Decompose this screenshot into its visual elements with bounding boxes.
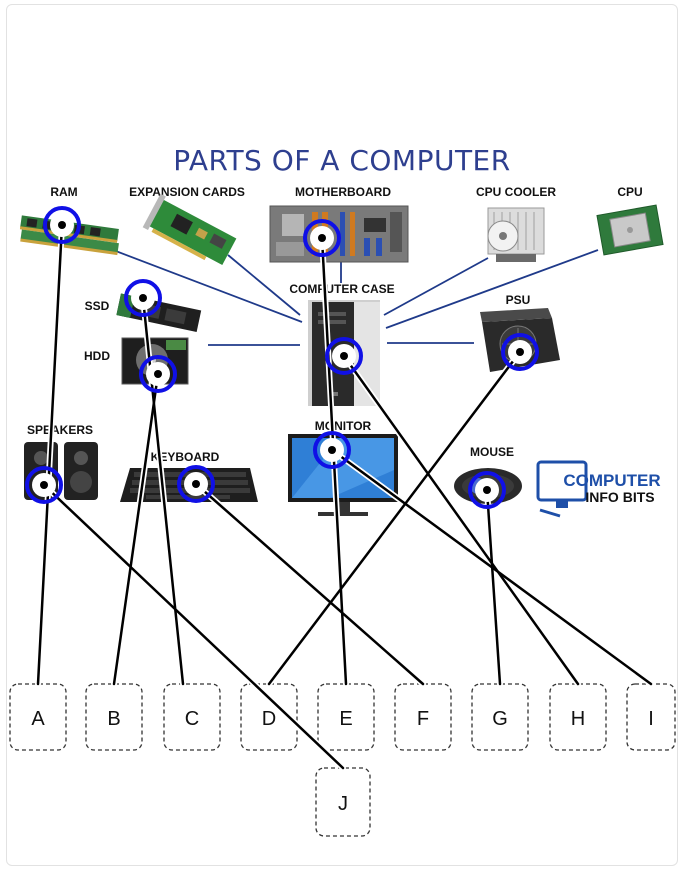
hotspot-speakers[interactable] [25, 466, 63, 504]
hotspot-psu[interactable] [501, 333, 539, 371]
computer-info-bits-logo: COMPUTER INFO BITS [536, 460, 661, 518]
matching-lines [35, 222, 654, 771]
match-line-psu [267, 350, 522, 686]
answer-box-e[interactable]: E [317, 683, 375, 751]
answer-box-d-label: D [262, 708, 276, 730]
label-mouse: MOUSE [470, 445, 514, 459]
hotspot-ram[interactable] [43, 206, 81, 244]
cpu-image [596, 204, 664, 256]
answer-box-c[interactable]: C [163, 683, 221, 751]
answer-box-e-label: E [339, 708, 352, 730]
label-cpu-cooler: CPU COOLER [476, 185, 556, 199]
answer-box-f[interactable]: F [394, 683, 452, 751]
logo-line1: COMPUTER [563, 471, 660, 490]
label-expansion-cards: EXPANSION CARDS [129, 185, 245, 199]
connector-ram [99, 244, 303, 323]
cpu-cooler-image [487, 207, 545, 262]
hotspot-mouse[interactable] [468, 471, 506, 509]
answer-box-g[interactable]: G [471, 683, 529, 751]
answer-box-j-label: J [338, 793, 348, 815]
answer-box-g-label: G [492, 708, 508, 730]
match-line-mouse [485, 488, 502, 686]
match-line-ssd [141, 296, 185, 686]
case-connectors [99, 244, 599, 346]
answer-box-f-label: F [417, 708, 429, 730]
logo-line2: INFO BITS [585, 489, 654, 505]
answer-boxes: A B C D E F G H [9, 683, 676, 837]
connector-cpu-cooler [383, 257, 489, 316]
label-psu: PSU [506, 293, 531, 307]
label-computer-case: COMPUTER CASE [289, 282, 394, 296]
label-speakers: SPEAKERS [27, 423, 93, 437]
connector-cpu [385, 249, 599, 329]
hotspot-hdd[interactable] [139, 355, 177, 393]
label-ssd: SSD [85, 299, 110, 313]
answer-box-i-label: I [648, 708, 654, 730]
answer-box-b-label: B [107, 708, 120, 730]
label-motherboard: MOTHERBOARD [295, 185, 391, 199]
answer-box-b[interactable]: B [85, 683, 143, 751]
answer-box-d[interactable]: D [240, 683, 298, 751]
label-ram: RAM [50, 185, 77, 199]
hotspot-motherboard[interactable] [303, 219, 341, 257]
label-monitor: MONITOR [315, 419, 372, 433]
answer-box-a-label: A [31, 708, 45, 730]
label-cpu: CPU [617, 185, 642, 199]
hotspot-ssd[interactable] [124, 279, 162, 317]
expansion-card-image [142, 193, 237, 266]
connector-expansion [227, 254, 301, 316]
hotspot-monitor[interactable] [313, 431, 351, 469]
match-line-case [342, 354, 580, 686]
match-line-ram [36, 223, 64, 686]
label-hdd: HDD [84, 349, 110, 363]
diagram-title: PARTS OF A COMPUTER [173, 144, 510, 177]
answer-box-h[interactable]: H [549, 683, 607, 751]
answer-box-i[interactable]: I [626, 683, 676, 751]
answer-box-a[interactable]: A [9, 683, 67, 751]
match-line-speakers [42, 483, 345, 770]
answer-box-c-label: C [185, 708, 199, 730]
label-keyboard: KEYBOARD [151, 450, 220, 464]
hotspots [25, 206, 539, 509]
answer-box-h-label: H [571, 708, 585, 730]
hotspot-keyboard[interactable] [177, 465, 215, 503]
match-line-hdd [112, 372, 160, 686]
hotspot-computer-case[interactable] [325, 337, 363, 375]
match-line-keyboard [194, 482, 425, 686]
answer-box-j[interactable]: J [315, 767, 371, 837]
